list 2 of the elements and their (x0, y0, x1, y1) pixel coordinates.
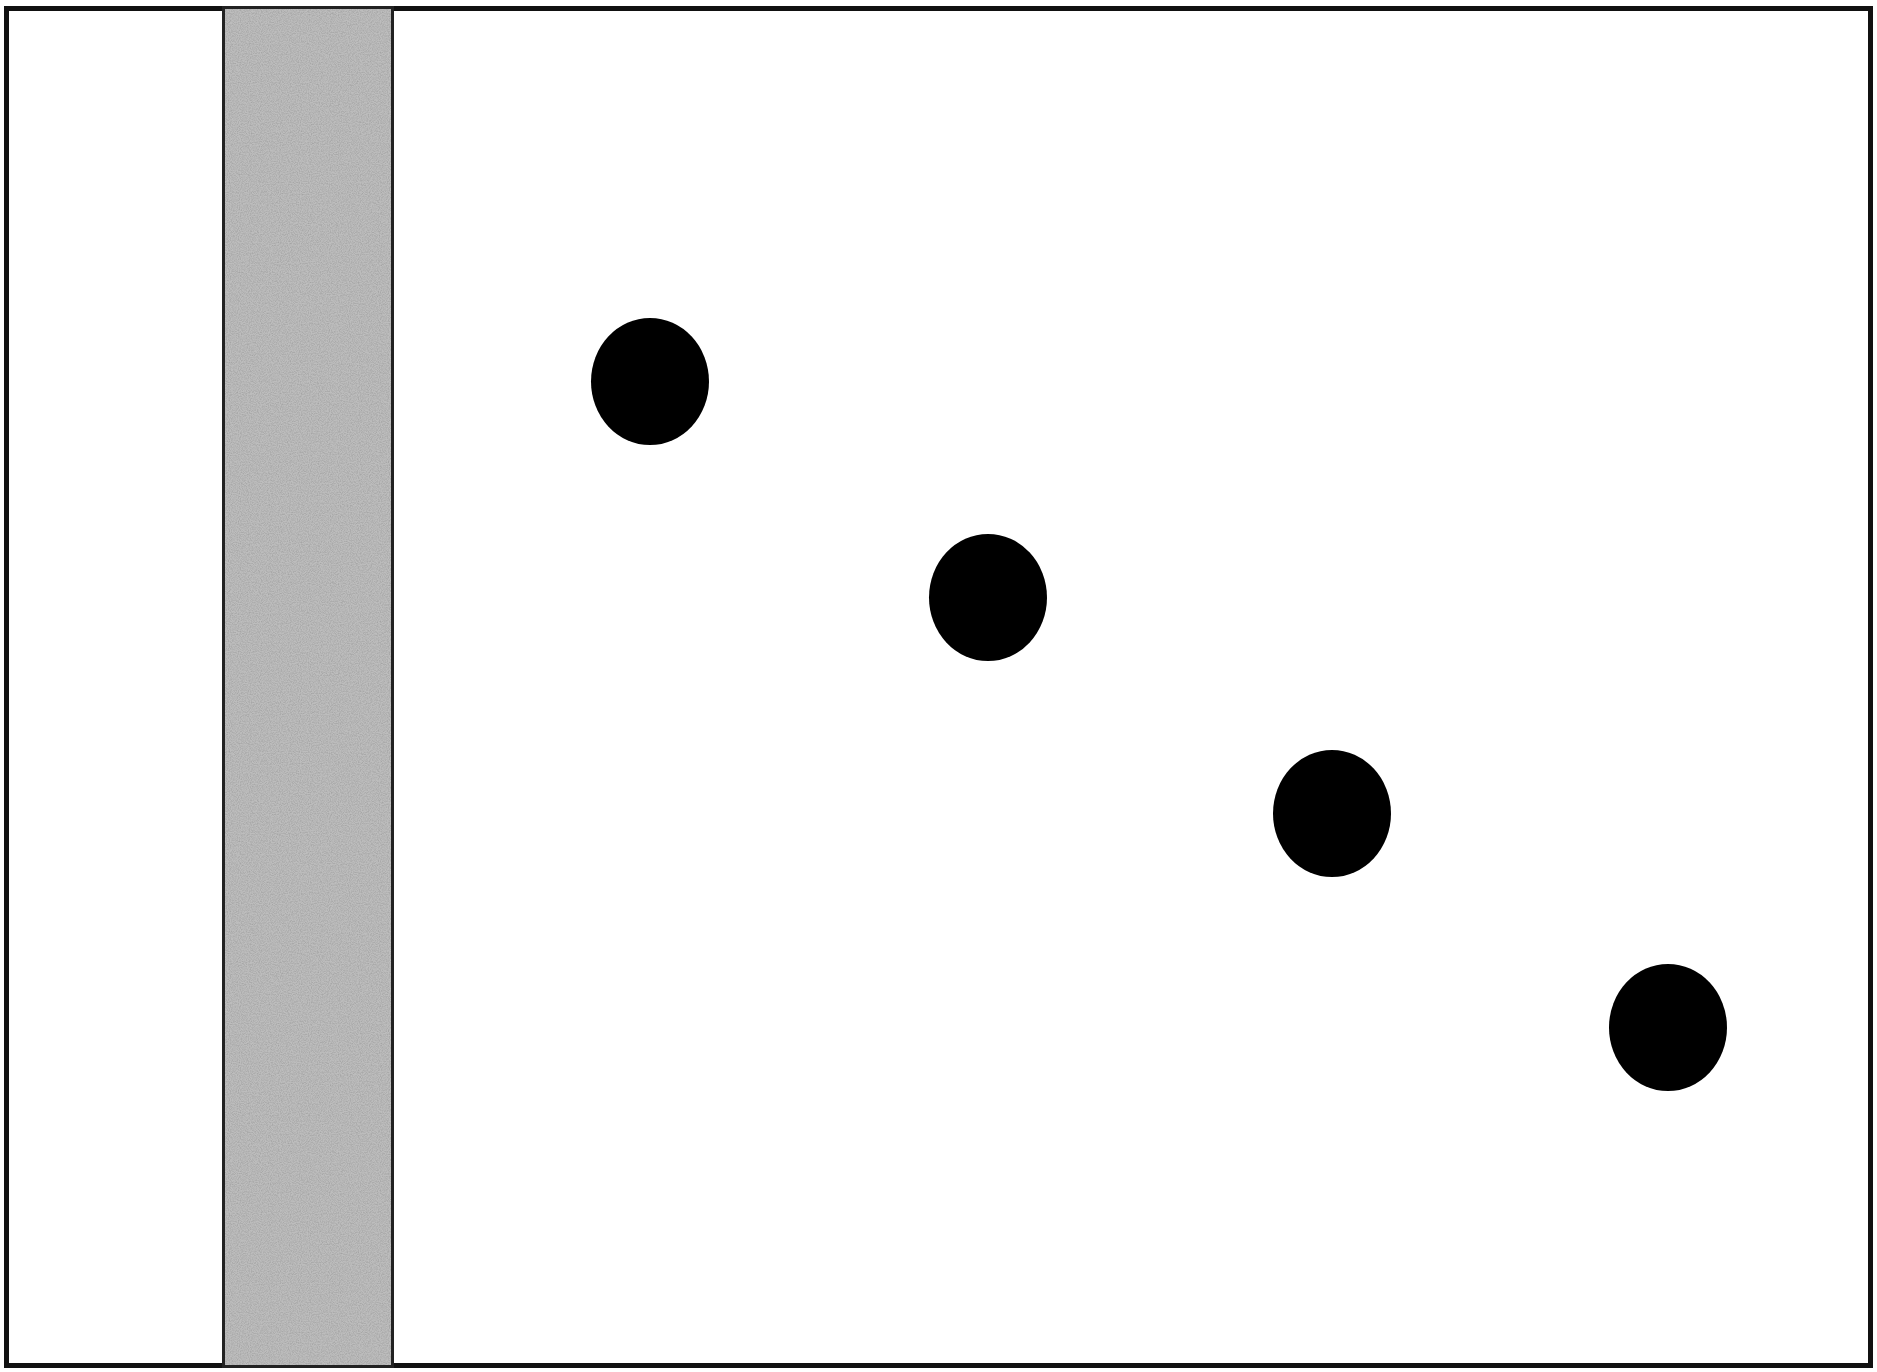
textured-band (222, 6, 394, 1368)
frame (4, 6, 1873, 1368)
